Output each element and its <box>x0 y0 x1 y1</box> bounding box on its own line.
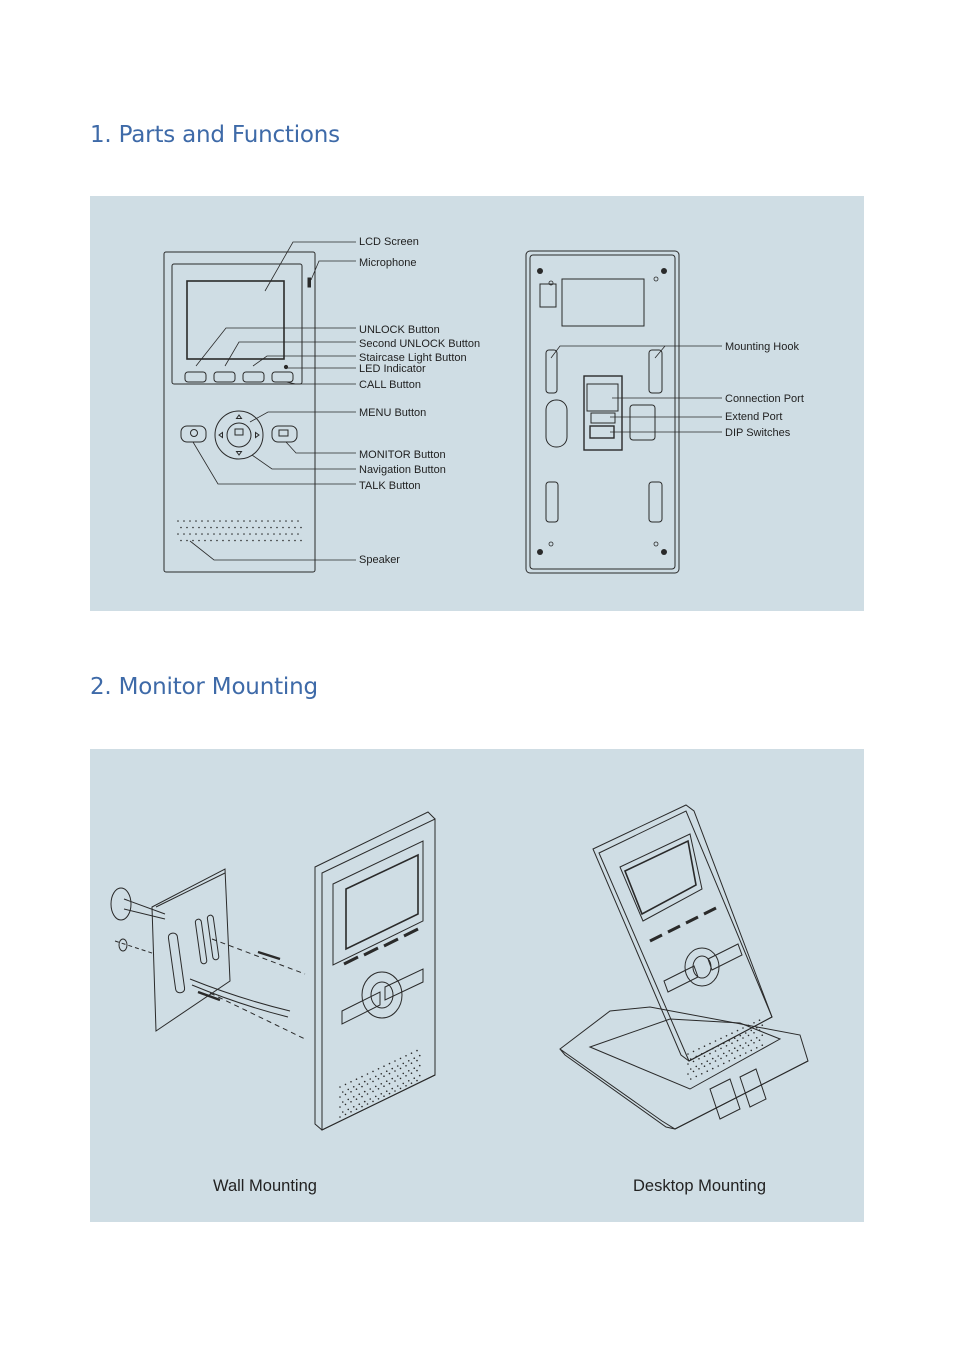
speaker-grille <box>177 520 302 542</box>
mounting-bracket <box>151 868 231 1032</box>
back-screws <box>537 268 667 555</box>
led-indicator <box>283 364 289 370</box>
wall-nav-ring <box>361 971 403 1019</box>
wall-speaker-grille <box>339 1049 421 1118</box>
label-speaker: Speaker <box>359 554 400 566</box>
label-talk-button: TALK Button <box>359 480 421 492</box>
parts-diagram-panel: LCD Screen Microphone UNLOCK Button Seco… <box>90 196 864 611</box>
staircase-light-button <box>242 371 265 383</box>
label-lcd-screen: LCD Screen <box>359 236 419 248</box>
mounting-hook-right-top <box>648 349 663 394</box>
desk-stand-feet <box>709 1068 767 1120</box>
wall-anchor <box>110 887 132 921</box>
monitor-button <box>271 425 298 443</box>
desk-monitor-screen-bezel <box>619 833 703 922</box>
label-staircase-light-button: Staircase Light Button <box>359 352 467 364</box>
label-mounting-hook: Mounting Hook <box>725 341 799 353</box>
desk-monitor-face <box>598 810 773 1062</box>
talk-button <box>180 425 207 443</box>
wall-mounting-illustration <box>110 811 436 1131</box>
label-area <box>561 278 645 327</box>
wall-side-buttons <box>341 968 424 1025</box>
section-title-parts: 1. Parts and Functions <box>90 122 340 148</box>
monitor-button-icon <box>278 429 289 437</box>
label-menu-button: MENU Button <box>359 407 426 419</box>
screw-2 <box>197 990 221 1002</box>
mounting-hook-right-bottom <box>648 481 663 523</box>
section-title-mounting: 2. Monitor Mounting <box>90 674 318 700</box>
lcd-bezel <box>171 263 303 385</box>
call-button <box>271 371 294 383</box>
desk-stand-back <box>588 1018 782 1090</box>
monitor-back-view <box>525 250 680 574</box>
caption-desktop-mounting: Desktop Mounting <box>633 1177 766 1195</box>
monitor-side <box>314 811 436 1131</box>
label-unlock-button: UNLOCK Button <box>359 324 440 336</box>
talk-button-icon <box>190 429 198 437</box>
mounting-hook-left-top <box>545 349 558 394</box>
label-led-indicator: LED Indicator <box>359 363 426 375</box>
desk-monitor-screen <box>623 839 697 916</box>
caption-wall-mounting: Wall Mounting <box>213 1177 317 1195</box>
label-call-button: CALL Button <box>359 379 421 391</box>
cable <box>189 978 291 1012</box>
mounting-hook-left-bottom <box>545 481 559 523</box>
extend-port <box>590 412 616 424</box>
label-microphone: Microphone <box>359 257 416 269</box>
screw-guide <box>211 938 306 975</box>
label-extend-port: Extend Port <box>725 411 782 423</box>
menu-button-icon <box>234 428 244 436</box>
desk-stand-base <box>559 1006 809 1130</box>
mounting-diagram-panel: Wall Mounting Desktop Mounting <box>90 749 864 1222</box>
wall-monitor-screen-bezel <box>332 840 424 966</box>
label-second-unlock-button: Second UNLOCK Button <box>359 338 480 350</box>
menu-button <box>226 422 252 448</box>
screw-1 <box>257 950 281 961</box>
monitor-back-body <box>525 250 680 574</box>
parts-diagram: LCD Screen Microphone UNLOCK Button Seco… <box>163 236 804 574</box>
cable-slot <box>545 399 568 448</box>
label-dip-switches: DIP Switches <box>725 427 791 439</box>
monitor-front-view <box>163 251 316 573</box>
front-leader-lines <box>189 241 356 561</box>
navigation-arrows <box>218 414 260 456</box>
label-navigation-button: Navigation Button <box>359 464 446 476</box>
wall-plug <box>118 938 128 952</box>
label-monitor-button: MONITOR Button <box>359 449 446 461</box>
second-unlock-button <box>213 371 236 383</box>
desk-nav-ring <box>684 947 720 987</box>
lcd-screen <box>186 280 285 360</box>
desk-speaker-grille <box>687 1019 764 1080</box>
mounting-diagram <box>110 804 809 1131</box>
monitor-face <box>321 818 436 1131</box>
bracket-slot <box>167 932 186 994</box>
desk-side-buttons <box>663 943 743 993</box>
navigation-ring <box>214 410 264 460</box>
extend-port-cover <box>629 404 656 441</box>
back-icon-plate <box>539 283 557 308</box>
microphone-hole <box>307 277 311 288</box>
label-connection-port: Connection Port <box>725 393 804 405</box>
unlock-button <box>184 371 207 383</box>
wall-monitor-screen <box>345 853 419 951</box>
connection-port <box>586 383 619 412</box>
port-housing <box>583 375 623 451</box>
desktop-mounting-illustration <box>559 804 809 1130</box>
back-leader-lines <box>550 345 722 433</box>
back-small-holes <box>548 276 659 547</box>
